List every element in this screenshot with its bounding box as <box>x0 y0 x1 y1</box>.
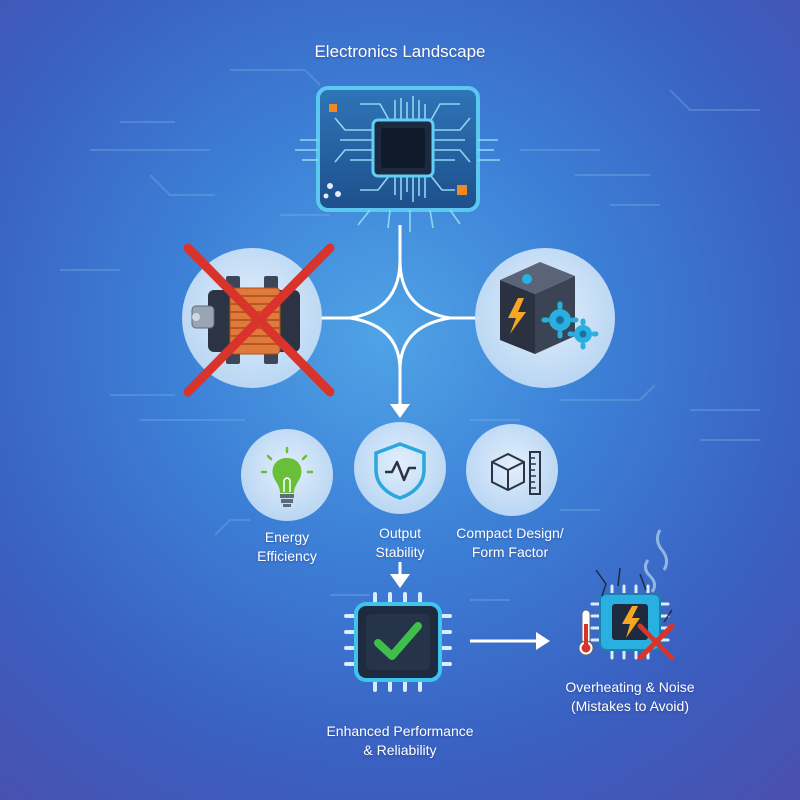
benefit-line1: Output <box>378 525 422 541</box>
diagram-title: Electronics Landscape <box>314 42 486 61</box>
shield-icon <box>354 422 446 514</box>
check-chip-icon <box>344 592 452 692</box>
arrow-right-head <box>536 632 550 650</box>
reject-x-icon <box>183 243 335 397</box>
result-label: Enhanced Performance & Reliability <box>300 722 500 760</box>
result-line2: & Reliability <box>363 742 437 758</box>
power-module-icon <box>475 248 615 388</box>
electronics-chip-icon <box>295 86 500 232</box>
warning-line1: Overheating & Noise <box>565 679 695 695</box>
cube-ruler-icon <box>466 424 558 516</box>
benefit-line2: Stability <box>375 544 425 560</box>
arrow-down-head <box>390 404 410 418</box>
benefit-energy-efficiency-label: Energy Efficiency <box>227 528 347 566</box>
benefit-line2: Form Factor <box>471 544 549 560</box>
warning-line2: (Mistakes to Avoid) <box>570 698 689 714</box>
warning-label: Overheating & Noise (Mistakes to Avoid) <box>545 678 715 716</box>
result-line1: Enhanced Performance <box>326 723 474 739</box>
benefit-line2: Efficiency <box>257 548 317 564</box>
benefit-compact-design-label: Compact Design/ Form Factor <box>440 524 580 562</box>
benefit-line1: Energy <box>264 529 310 545</box>
arrow-down-head-2 <box>390 574 410 588</box>
benefit-line1: Compact Design/ <box>456 525 564 541</box>
background-circuit-traces <box>60 69 760 601</box>
lightbulb-icon <box>241 429 333 521</box>
connector-lines <box>320 225 540 643</box>
benefit-output-stability-label: Output Stability <box>340 524 460 562</box>
overheating-chip-icon <box>578 529 675 661</box>
